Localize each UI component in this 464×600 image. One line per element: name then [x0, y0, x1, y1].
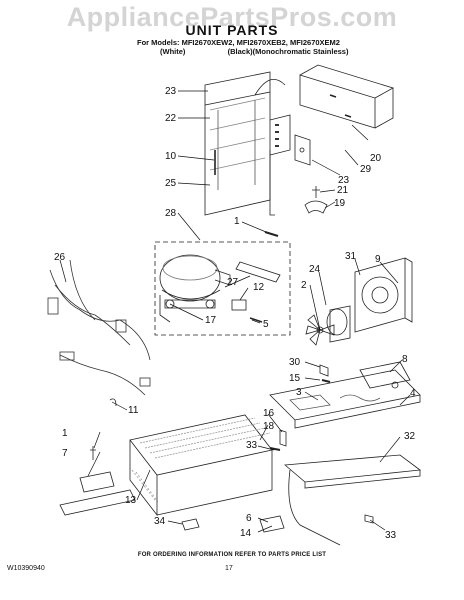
condenser-drawing [129, 414, 273, 517]
callout-33: 33 [246, 440, 258, 451]
callout-24: 24 [309, 264, 321, 275]
drier-27-drawing [235, 261, 281, 283]
part-6-drawing [259, 515, 285, 533]
callout-17: 17 [205, 315, 217, 326]
callout-12: 12 [253, 282, 265, 293]
page-number: 17 [225, 565, 233, 572]
callout-9: 9 [375, 254, 381, 265]
callout-19: 19 [334, 198, 346, 209]
page-title: UNIT PARTS [185, 22, 279, 38]
relay-12-drawing [231, 299, 247, 311]
callout-20: 20 [370, 153, 382, 164]
fan-motor-drawing [326, 305, 351, 343]
callout-4: 4 [410, 388, 416, 399]
callout-30: 30 [289, 357, 301, 368]
callout-6: 6 [246, 513, 252, 524]
callout-33-bottom: 33 [385, 530, 397, 541]
bracket-29-drawing [294, 134, 311, 166]
callout-28: 28 [165, 208, 177, 219]
fan-shroud-drawing [354, 257, 413, 333]
part-33b-drawing [364, 514, 374, 524]
part-34-drawing [181, 518, 200, 531]
callout-23-right: 23 [338, 175, 350, 186]
callout-23: 23 [165, 86, 177, 97]
callout-22: 22 [165, 113, 177, 124]
callout-34: 34 [154, 516, 166, 527]
drain-pan-drawing [284, 454, 422, 489]
callout-1-left: 1 [62, 428, 68, 439]
callout-32: 32 [404, 431, 416, 442]
grommet-30-drawing [319, 364, 329, 377]
part-16-drawing [279, 429, 287, 447]
callout-11: 11 [128, 405, 139, 416]
callout-18: 18 [263, 421, 275, 432]
color-white: (White) [160, 47, 186, 56]
compressor-drawing [159, 254, 231, 323]
watermark: AppliancePartsPros.com [66, 2, 398, 32]
drain-tube-drawing [288, 469, 341, 546]
duct-drawing [299, 64, 395, 129]
callout-5: 5 [263, 319, 269, 330]
machine-compartment-tray-drawing [269, 361, 421, 429]
callout-16: 16 [263, 408, 275, 419]
callout-1-top: 1 [234, 216, 240, 227]
callout-8: 8 [402, 354, 408, 365]
bracket-assembly-drawing [204, 71, 291, 216]
callout-3: 3 [296, 387, 302, 398]
callout-13: 13 [125, 495, 137, 506]
color-variants: (White) (Black)(Monochromatic Stainless) [160, 47, 348, 56]
callout-15: 15 [289, 373, 301, 384]
callout-31: 31 [345, 251, 357, 262]
wire-harness-drawing [47, 259, 151, 396]
ordering-note: FOR ORDERING INFORMATION REFER TO PARTS … [137, 552, 327, 558]
callout-21: 21 [337, 185, 349, 196]
callout-27: 27 [227, 277, 239, 288]
callout-26: 26 [54, 252, 66, 263]
callout-10: 10 [165, 151, 177, 162]
models-line: For Models: MFI2670XEW2, MFI2670XEB2, MF… [137, 38, 340, 47]
color-black-mono: (Black)(Monochromatic Stainless) [227, 47, 349, 56]
callout-25: 25 [165, 178, 177, 189]
clip-drawing [304, 200, 328, 214]
callout-7: 7 [62, 448, 68, 459]
callout-14: 14 [240, 528, 252, 539]
fan-blade-drawing [305, 314, 335, 346]
compressor-group-box [154, 241, 291, 336]
left-bracket-drawing [59, 446, 136, 516]
callout-2: 2 [301, 280, 307, 291]
document-number: W10390940 [7, 565, 45, 572]
callout-29: 29 [360, 164, 372, 175]
